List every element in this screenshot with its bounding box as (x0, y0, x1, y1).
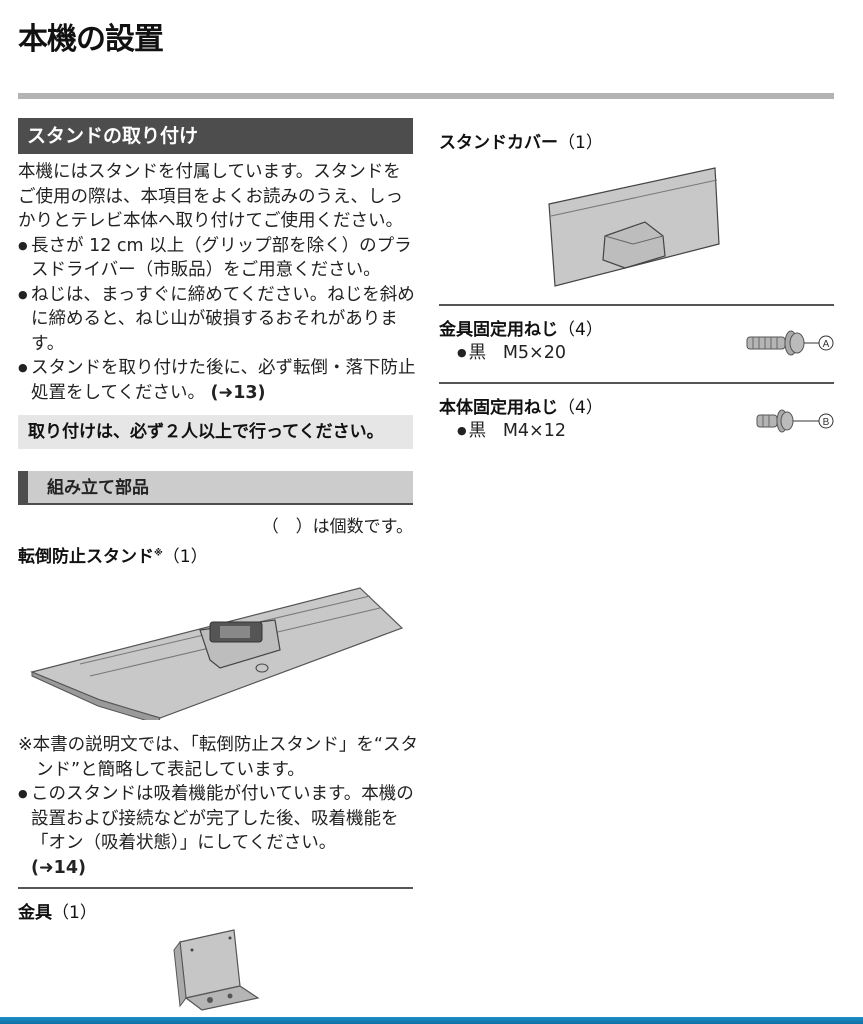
parts-heading: 組み立て部品 (18, 471, 413, 505)
stand-base-illustration-icon (30, 587, 404, 720)
bullet-text: このスタンドは吸着機能が付いています。本機の設置および接続などが完了した後、吸着… (31, 784, 414, 853)
part-name: 金具固定用ねじ (439, 320, 558, 340)
part-name: 本体固定用ねじ (439, 398, 558, 418)
screw-b-illustration-icon: B (756, 409, 834, 433)
svg-text:A: A (823, 339, 830, 350)
screw-a-illustration-icon: A (746, 330, 834, 356)
stand-notes: ※本書の説明文では、「転倒防止スタンド」を“スタンド”と簡略して表記しています。… (18, 733, 418, 880)
spec-color: 黒 (468, 343, 487, 363)
divider (439, 382, 834, 384)
bullet-suction: このスタンドは吸着機能が付いています。本機の設置および接続などが完了した後、吸着… (18, 782, 418, 880)
part-count: （1） (162, 547, 208, 567)
bullet-text: ねじは、まっすぐに締めてください。ねじを斜めに締めると、ねじ山が破損するおそれが… (31, 284, 415, 354)
page-ref-link[interactable]: (➜13) (210, 382, 266, 403)
part-count: （4） (558, 398, 603, 418)
bullet-screwdriver: 長さが 12 cm 以上（グリップ部を除く）のプラスドライバー（市販品）をご用意… (18, 234, 418, 283)
part-name: 転倒防止スタンド (18, 547, 154, 567)
part-count: （4） (558, 320, 603, 340)
count-note: （ ）は個数です。 (261, 517, 413, 537)
part-name: スタンドカバー (439, 133, 558, 153)
title-divider (18, 93, 834, 99)
part-count: （1） (52, 903, 97, 923)
part-stand-label: 転倒防止スタンド※（1） (18, 542, 208, 567)
stand-cover-illustration-icon (548, 167, 720, 287)
bullet-icon: ● (457, 346, 467, 359)
svg-text:B: B (823, 417, 830, 428)
page-ref-link[interactable]: (➜14) (31, 857, 87, 878)
divider (18, 887, 413, 889)
screw-b-spec: ●黒 M4×12 (457, 417, 566, 442)
bullet-screw-straight: ねじは、まっすぐに締めてください。ねじを斜めに締めると、ねじ山が破損するおそれが… (18, 283, 418, 357)
bullet-text: 長さが 12 cm 以上（グリップ部を除く）のプラスドライバー（市販品）をご用意… (31, 235, 412, 281)
page-title: 本機の設置 (18, 22, 164, 57)
two-person-warning: 取り付けは、必ず２人以上で行ってください。 (18, 415, 413, 449)
section-body: 本機にはスタンドを付属しています。スタンドをご使用の際は、本項目をよくお読みのう… (18, 160, 418, 405)
bullet-text: スタンドを取り付けた後に、必ず転倒・落下防止処置をしてください。 (31, 358, 416, 403)
spec-color: 黒 (468, 421, 487, 441)
spec-size: M4×12 (502, 421, 566, 441)
bullet-icon: ● (457, 424, 467, 437)
section-heading-stand-install: スタンドの取り付け (18, 118, 413, 154)
bracket-illustration-icon (173, 929, 260, 1011)
part-bracket-label: 金具（1） (18, 898, 97, 923)
part-cover-label: スタンドカバー（1） (439, 128, 603, 153)
part-count: （1） (558, 133, 603, 153)
footnote-mark: ※ (154, 548, 163, 559)
part-screw-b-label: 本体固定用ねじ（4） (439, 393, 603, 418)
part-name: 金具 (18, 903, 52, 923)
screw-a-spec: ●黒 M5×20 (457, 339, 566, 364)
spec-size: M5×20 (502, 343, 566, 363)
intro-text: 本機にはスタンドを付属しています。スタンドをご使用の際は、本項目をよくお読みのう… (18, 162, 403, 231)
divider (439, 304, 834, 306)
part-screw-a-label: 金具固定用ねじ（4） (439, 315, 603, 340)
bullet-tip-prevention: スタンドを取り付けた後に、必ず転倒・落下防止処置をしてください。 (➜13) (18, 356, 418, 405)
page-bottom-bar (0, 1017, 863, 1024)
stand-footnote: ※本書の説明文では、「転倒防止スタンド」を“スタンド”と簡略して表記しています。 (18, 735, 418, 780)
